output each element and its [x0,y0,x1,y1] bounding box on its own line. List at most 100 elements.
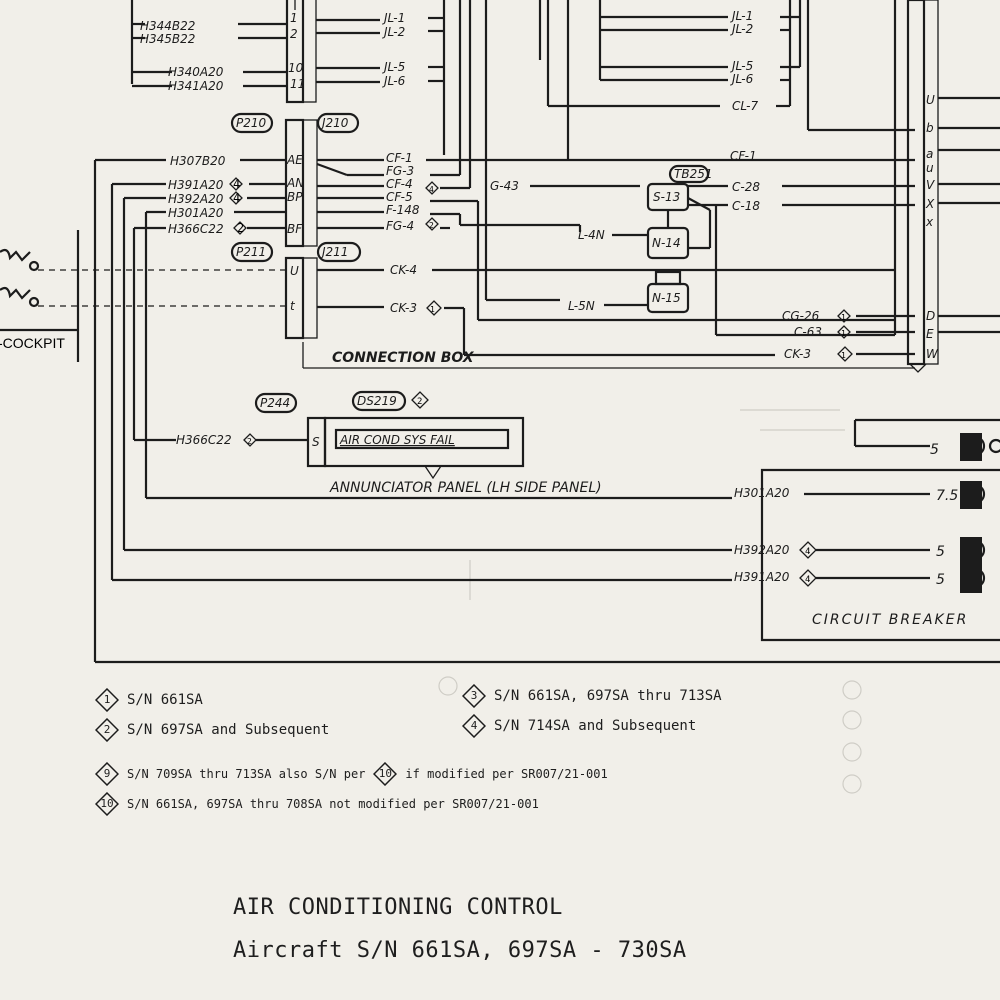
term-u2: u [926,161,934,175]
svg-text:4: 4 [805,575,810,585]
pin-1: 1 [290,11,298,25]
note-1-marker: 1 [94,687,120,713]
circuit-breaker-label: CIRCUIT BREAKER [812,612,968,628]
jl-5-left: JL-5 [382,60,405,74]
note-9-text: S/N 709SA thru 713SA also S/N per [127,767,366,781]
pin-an: AN [286,176,304,190]
term-d: D [926,309,935,323]
jl-6-left: JL-6 [382,74,406,88]
term-w: W [926,347,939,361]
cl-7: CL-7 [732,99,758,113]
note-3: 3 S/N 661SA, 697SA thru 713SA [461,683,722,709]
note-1: 1 S/N 661SA [94,687,203,713]
f-148: F-148 [386,203,420,217]
term-e: E [926,327,934,341]
pin-11: 11 [290,77,305,91]
l-4n: L-4N [578,228,605,242]
label-p211: P211 [236,245,266,259]
annunciator-legend[interactable]: AIR COND SYS FAIL [339,433,455,447]
pin-bp: BP [287,190,303,204]
c-18: C-18 [732,199,760,213]
note-2: 2 S/N 697SA and Subsequent [94,717,330,743]
connection-box-label: CONNECTION BOX [332,350,475,366]
note-10: 10 S/N 661SA, 697SA thru 708SA not modif… [94,791,539,817]
wire-h341a20: H341A20 [168,79,224,93]
note-2-text: S/N 697SA and Subsequent [127,722,330,738]
breaker-5-a: 5 [930,442,939,458]
c-63: C-63 [794,325,822,339]
note-2-marker: 2 [94,717,120,743]
note-9-text2: if modified per SR007/21-001 [405,767,608,781]
note-4-marker: 4 [461,713,487,739]
note-9-marker: 9 [94,761,120,787]
wire-h345b22: H345B22 [140,32,195,46]
label-tb251: TB251 [674,167,712,181]
breaker-5-c: 5 [936,572,945,588]
ck-3-left: CK-3 [390,301,417,315]
wire-h366c22-bottom: H366C22 [176,433,232,447]
label-ds219: DS219 [357,394,397,408]
cockpit-label: -COCKPIT [0,335,65,351]
svg-text:4: 4 [805,547,810,557]
svg-text:1: 1 [841,313,846,322]
svg-text:4: 4 [233,177,240,191]
breaker-7-5: 7.5 [936,488,958,504]
cf-1-left: CF-1 [386,151,413,165]
wire-h340a20: H340A20 [168,65,224,79]
c-28: C-28 [732,180,760,194]
pin-ae: AE [286,153,303,167]
label-j210: J210 [320,116,349,130]
term-x: X [925,197,935,211]
wire-h307b20: H307B20 [170,154,226,168]
svg-text:2: 2 [417,397,422,407]
cf-4: CF-4 [386,177,413,191]
svg-text:4: 4 [233,191,240,205]
pin-2: 2 [290,27,298,41]
jl-2-right: JL-2 [730,22,753,36]
fg-4: FG-4 [386,219,414,233]
term-a: a [926,147,933,161]
jl-1-left: JL-1 [382,11,405,25]
svg-text:1: 1 [841,351,846,360]
note-1-text: S/N 661SA [127,692,203,708]
svg-text:4: 4 [429,185,434,194]
annunciator-caption: ANNUNCIATOR PANEL (LH SIDE PANEL) [329,480,602,496]
circuit-breakers: 5 7.5 5 5 [930,433,1000,593]
wire-h366c22: H366C22 [168,222,224,236]
relay-s-13: S-13 [653,190,680,204]
svg-text:1: 1 [841,329,846,338]
cg-26: CG-26 [782,309,820,323]
svg-text:2: 2 [237,221,244,235]
annunciator-pin-s: S [312,435,320,449]
note-10-text: S/N 661SA, 697SA thru 708SA not modified… [127,797,539,811]
term-u: U [926,93,935,107]
note-9-ref-marker: 10 [373,761,398,787]
pin-10: 10 [288,61,304,75]
breaker-5-b: 5 [936,544,945,560]
pin-bf: BF [287,222,303,236]
diagram-title: AIR CONDITIONING CONTROL [233,895,563,920]
jl-6-right: JL-6 [730,72,754,86]
cf-5: CF-5 [386,190,413,204]
relay-n-14: N-14 [652,236,681,250]
terminal-strip [906,0,939,373]
note-3-text: S/N 661SA, 697SA thru 713SA [494,688,722,704]
wire-h301a20: H301A20 [168,206,224,220]
jl-5-right: JL-5 [730,59,753,73]
term-v: V [926,178,935,192]
wire-h391a20: H391A20 [168,178,224,192]
ck-3-right: CK-3 [784,347,811,361]
diagram-subtitle: Aircraft S/N 661SA, 697SA - 730SA [233,938,687,963]
cockpit-switches [0,230,286,362]
label-p244: P244 [260,396,290,410]
pin-t: t [290,299,296,313]
svg-text:1: 1 [430,305,435,314]
wire-h392a20: H392A20 [168,192,224,206]
note-9: 9 S/N 709SA thru 713SA also S/N per 10 i… [94,761,608,787]
svg-text:2: 2 [247,437,252,446]
jl-2-left: JL-2 [382,25,405,39]
g-43: G-43 [490,179,519,193]
pin-u: U [290,264,299,278]
note-10-marker: 10 [94,791,120,817]
